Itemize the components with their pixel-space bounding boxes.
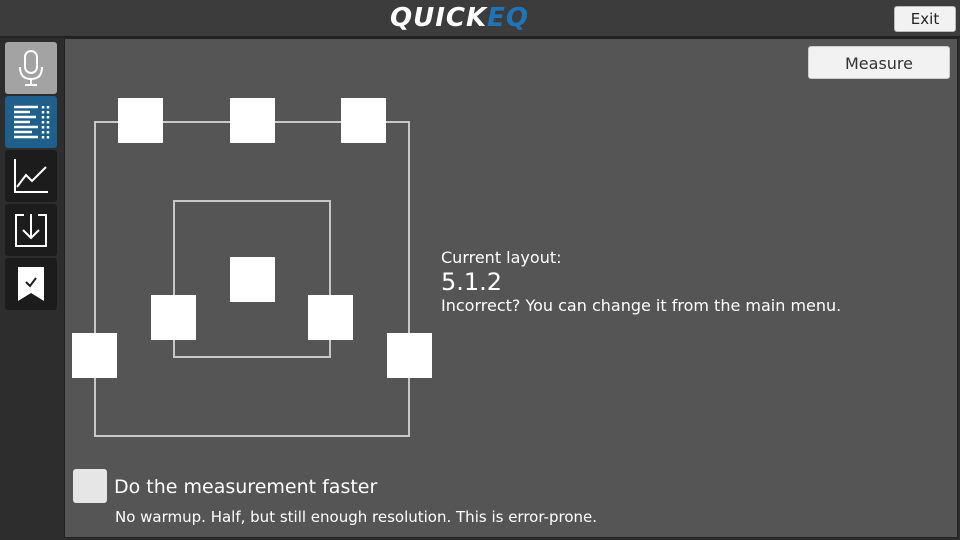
- logo-text-eq: EQ: [487, 3, 529, 33]
- sidebar-item-bookmark[interactable]: [5, 258, 57, 310]
- faster-measurement-checkbox[interactable]: [73, 469, 107, 503]
- quickeq-logo: QUICKEQ: [390, 4, 529, 32]
- layout-hint: Incorrect? You can change it from the ma…: [441, 296, 842, 315]
- sidebar-item-speaker-layout[interactable]: [5, 96, 57, 148]
- current-layout-label: Current layout:: [441, 248, 562, 267]
- graph-icon: [14, 159, 48, 193]
- faster-measurement-label: Do the measurement faster: [114, 476, 378, 498]
- measure-button[interactable]: Measure: [808, 46, 950, 79]
- speaker-top-front-left: [118, 98, 163, 143]
- exit-button[interactable]: Exit: [894, 6, 956, 32]
- speaker-list-icon: [14, 105, 50, 139]
- export-icon: [15, 214, 47, 247]
- speaker-surround-left: [72, 333, 117, 378]
- listening-area-outline: [173, 200, 331, 358]
- sidebar-item-export[interactable]: [5, 204, 57, 256]
- sidebar-item-graph[interactable]: [5, 150, 57, 202]
- logo-text-quick: QUICK: [390, 3, 488, 33]
- speaker-top-front-right: [341, 98, 386, 143]
- speaker-inner-left: [151, 295, 196, 340]
- sidebar: [0, 38, 62, 540]
- speaker-inner-right: [308, 295, 353, 340]
- layout-info: Current layout: 5.1.2 Incorrect? You can…: [441, 248, 841, 316]
- faster-measurement-description: No warmup. Half, but still enough resolu…: [115, 508, 597, 526]
- current-layout-value: 5.1.2: [441, 268, 503, 296]
- sidebar-item-microphone[interactable]: [5, 42, 57, 94]
- speaker-center: [230, 257, 275, 302]
- microphone-icon: [19, 50, 43, 86]
- speaker-surround-right: [387, 333, 432, 378]
- title-bar: QUICKEQ Exit: [0, 0, 960, 38]
- bookmark-check-icon: [18, 267, 44, 301]
- speaker-top-front-center: [230, 98, 275, 143]
